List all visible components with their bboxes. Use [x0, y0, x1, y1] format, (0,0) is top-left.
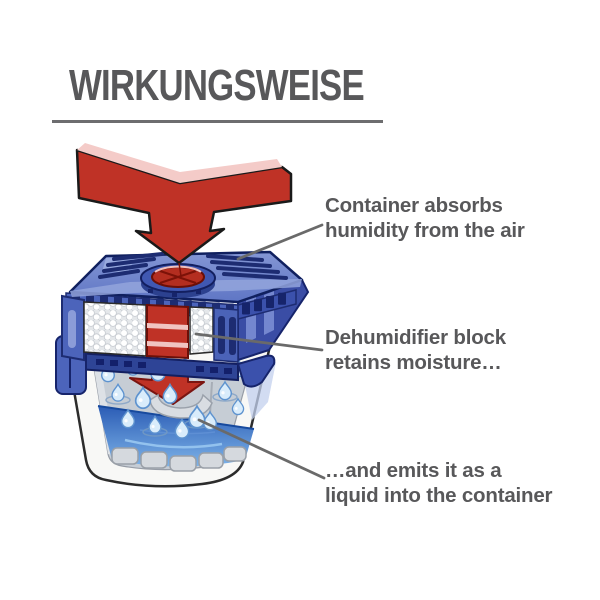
- leader-line-emit: [197, 418, 326, 480]
- label-absorb-line1: Container absorbs: [325, 194, 503, 217]
- label-retain: Dehumidifier block retains moisture…: [325, 325, 506, 375]
- label-absorb: Container absorbs humidity from the air: [325, 193, 525, 243]
- leader-line-retain: [194, 332, 324, 352]
- label-emit-line1: …and emits it as a: [325, 459, 502, 482]
- label-retain-line1: Dehumidifier block: [325, 326, 506, 349]
- upper-unit: [61, 250, 310, 363]
- label-emit-line2: liquid into the container: [325, 484, 553, 507]
- leader-lines: [194, 223, 326, 480]
- page-title: WIRKUNGSWEISE: [69, 61, 365, 110]
- air-intake-arrow: [75, 143, 293, 277]
- label-retain-line2: retains moisture…: [325, 351, 502, 374]
- round-opening: [140, 263, 216, 298]
- leader-line-absorb: [236, 223, 324, 261]
- label-emit: …and emits it as a liquid into the conta…: [325, 458, 553, 508]
- center-air-shaft: [146, 303, 189, 360]
- title-underline: [52, 120, 383, 123]
- lid-ribs: [98, 252, 288, 280]
- basin-ribs: [111, 446, 247, 472]
- label-absorb-line2: humidity from the air: [325, 219, 525, 242]
